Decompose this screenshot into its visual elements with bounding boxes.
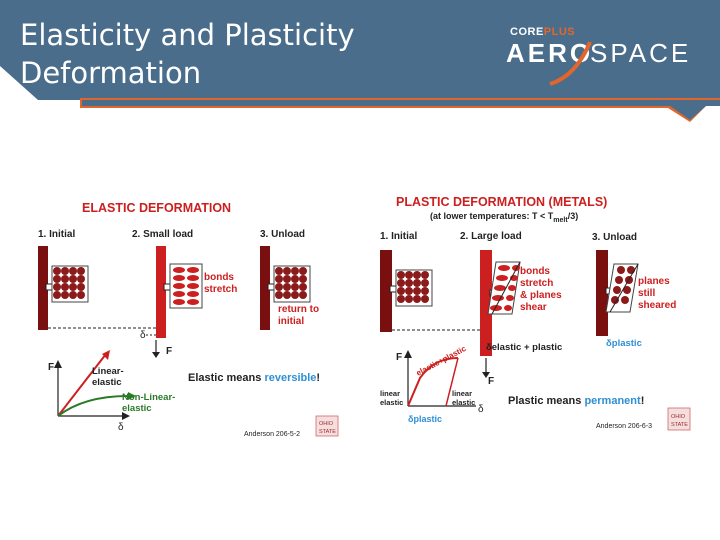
elastic-bonds-label-1: bonds	[204, 272, 234, 283]
elastic-grip-unload	[267, 283, 275, 291]
plastic-force-label: F	[488, 376, 494, 387]
slide-title-line1: Elasticity and Plasticity	[20, 18, 355, 52]
plastic-lattice-initial	[395, 269, 433, 307]
elastic-force-displacement-graph: F δ Linear- elastic Non-Linear- elastic	[48, 350, 175, 433]
elastic-step3: 3. Unload	[260, 229, 305, 240]
elastic-step2: 2. Small load	[132, 229, 193, 240]
elastic-wall-small-load	[156, 246, 166, 338]
elastic-return-label-2: initial	[278, 316, 304, 327]
plastic-deformation-figure: PLASTIC DEFORMATION (METALS) (at lower t…	[374, 188, 696, 440]
elastic-delta-label: δ	[140, 330, 146, 341]
logo-space-text: SPACE	[590, 38, 692, 68]
plastic-bonds-label-4: shear	[520, 302, 547, 313]
banner-accent-fill	[82, 100, 720, 120]
elastic-linear-label-1: Linear-	[92, 366, 124, 377]
elastic-linear-label-2: elastic	[92, 377, 122, 388]
elastic-linear-line	[57, 353, 107, 417]
slide-title: Elasticity and Plasticity Deformation	[20, 16, 400, 92]
plastic-wall-initial	[380, 250, 392, 332]
plastic-linear-left-2: elastic	[380, 398, 403, 407]
elastic-deformation-figure: ELASTIC DEFORMATION 1. Initial 2. Small …	[32, 188, 344, 440]
elastic-osu-badge: OHIO STATE	[315, 415, 339, 437]
plastic-planes-label-1: planes	[638, 276, 670, 287]
elastic-return-label-1: return to	[278, 304, 319, 315]
elastic-badge-line1: OHIO	[319, 421, 334, 427]
elastic-badge-line2: STATE	[319, 429, 336, 435]
elastic-statement: Elastic means reversible!	[188, 372, 320, 384]
elastic-grip-initial	[45, 283, 53, 291]
plastic-elastic-plus-plastic: δelastic + plastic	[486, 342, 562, 353]
plastic-statement-word: permanent	[584, 395, 641, 407]
plastic-step1: 1. Initial	[380, 231, 417, 242]
plastic-figure-bg	[374, 188, 696, 440]
plastic-statement-suffix: !	[641, 395, 645, 407]
plastic-planes-label-3: sheared	[638, 300, 676, 311]
elastic-graph-delta: δ	[118, 422, 124, 433]
elastic-figure-bg	[32, 188, 344, 440]
plastic-grip-initial	[389, 285, 397, 293]
plastic-bonds-label-1: bonds	[520, 266, 550, 277]
plastic-graph-f: F	[396, 352, 402, 363]
plastic-subheading-prefix: (at lower temperatures: T < T	[430, 211, 554, 221]
plastic-step3: 3. Unload	[592, 232, 637, 243]
elastic-grip-small-load	[163, 283, 171, 291]
plastic-lattice-permanent	[605, 263, 639, 313]
plastic-graph-plastic-label: δplastic	[408, 414, 442, 424]
elastic-lattice-returned	[273, 265, 311, 303]
plastic-force-arrowhead	[482, 372, 490, 378]
plastic-loading-curve	[407, 357, 459, 407]
plastic-citation: Anderson 206-6-3	[596, 423, 652, 430]
plastic-bonds-label-2: stretch	[520, 278, 553, 289]
plastic-step2: 2. Large load	[460, 231, 522, 242]
elastic-force-arrowhead	[152, 352, 160, 358]
plastic-subheading-suffix: /3)	[568, 211, 579, 221]
plastic-lattice-sheared	[487, 261, 521, 315]
plastic-planes-label-2: still	[638, 288, 655, 299]
plastic-subheading-sub: melt	[553, 217, 568, 224]
elastic-nonlinear-label-1: Non-Linear-	[122, 392, 175, 403]
plastic-unloading-line	[445, 357, 459, 407]
elastic-lattice-initial	[51, 265, 89, 303]
plastic-badge-line2: STATE	[671, 422, 688, 428]
elastic-heading: ELASTIC DEFORMATION	[82, 201, 231, 215]
elastic-bonds-label-2: stretch	[204, 284, 237, 295]
logo-coreplus: COREPLUS	[510, 26, 575, 38]
elastic-force-label: F	[166, 346, 172, 357]
plastic-linear-right-1: linear	[452, 389, 472, 398]
plastic-delta-plastic: δplastic	[606, 338, 642, 349]
elastic-statement-word: reversible	[264, 372, 316, 384]
elastic-statement-prefix: Elastic means	[188, 372, 264, 384]
plastic-heading: PLASTIC DEFORMATION (METALS)	[396, 195, 607, 209]
plastic-osu-badge: OHIO STATE	[667, 407, 691, 431]
plastic-wall-large-load	[480, 250, 492, 356]
elastic-nonlinear-curve	[57, 395, 129, 417]
elastic-statement-suffix: !	[316, 372, 320, 384]
plastic-linear-right-2: elastic	[452, 398, 475, 407]
plastic-statement: Plastic means permanent!	[508, 395, 644, 407]
elastic-lattice-stretched	[169, 263, 203, 309]
elastic-nonlinear-label-2: elastic	[122, 403, 152, 414]
slide-title-line2: Deformation	[20, 56, 202, 90]
plastic-subheading: (at lower temperatures: T < Tmelt/3)	[430, 211, 578, 224]
plastic-statement-prefix: Plastic means	[508, 395, 584, 407]
logo-core-text: CORE	[510, 26, 544, 38]
elastic-citation: Anderson 206-5-2	[244, 431, 300, 438]
logo-swoosh-icon	[549, 41, 592, 86]
plastic-wall-unload	[596, 250, 608, 336]
plastic-bonds-label-3: & planes	[520, 290, 562, 301]
elastic-step1: 1. Initial	[38, 229, 75, 240]
logo-plus-text: PLUS	[543, 26, 576, 38]
elastic-wall-initial	[38, 246, 48, 330]
plastic-badge-line1: OHIO	[671, 414, 686, 420]
plastic-graph-delta: δ	[478, 404, 484, 415]
plastic-linear-left-1: linear	[380, 389, 400, 398]
elastic-graph-f: F	[48, 362, 54, 373]
banner-shape	[0, 0, 720, 100]
elastic-wall-unload	[260, 246, 270, 330]
